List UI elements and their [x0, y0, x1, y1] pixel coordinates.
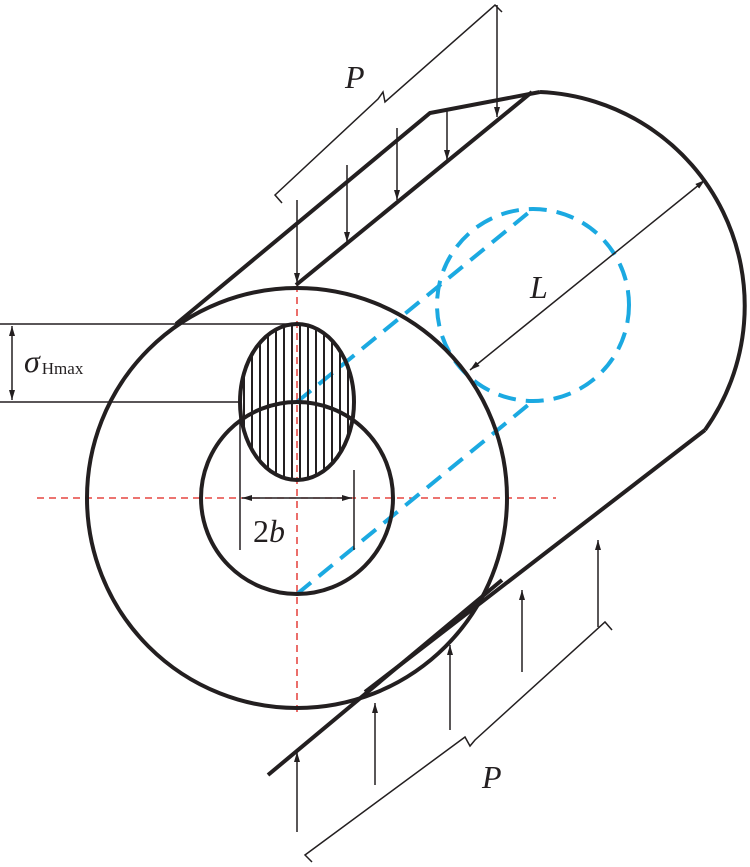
bottom-load-bracket: [303, 620, 613, 863]
stress-symbol: σ: [24, 343, 41, 379]
back-circle-arc: [539, 90, 747, 432]
top-plate-line: [294, 90, 534, 287]
top-load-bracket: [273, 3, 503, 204]
top-load-label: P: [344, 59, 365, 95]
stress-subscript: Hmax: [42, 359, 84, 378]
width-variable: b: [269, 513, 285, 549]
bottom-load-label: P: [481, 759, 502, 795]
front-outer-circle: [85, 286, 509, 710]
length-dimension-line: [469, 179, 706, 371]
load-arrows: [294, 5, 601, 832]
front-inner-circle: [199, 400, 395, 596]
width-coefficient: 2: [253, 513, 269, 549]
contact-hatching: [243, 324, 349, 480]
bottom-plate-line: [266, 578, 504, 777]
width-label: 2b: [253, 513, 285, 549]
length-label: L: [529, 269, 548, 305]
hidden-edge-bottom: [295, 399, 535, 596]
top-tangent-line: [174, 90, 541, 326]
